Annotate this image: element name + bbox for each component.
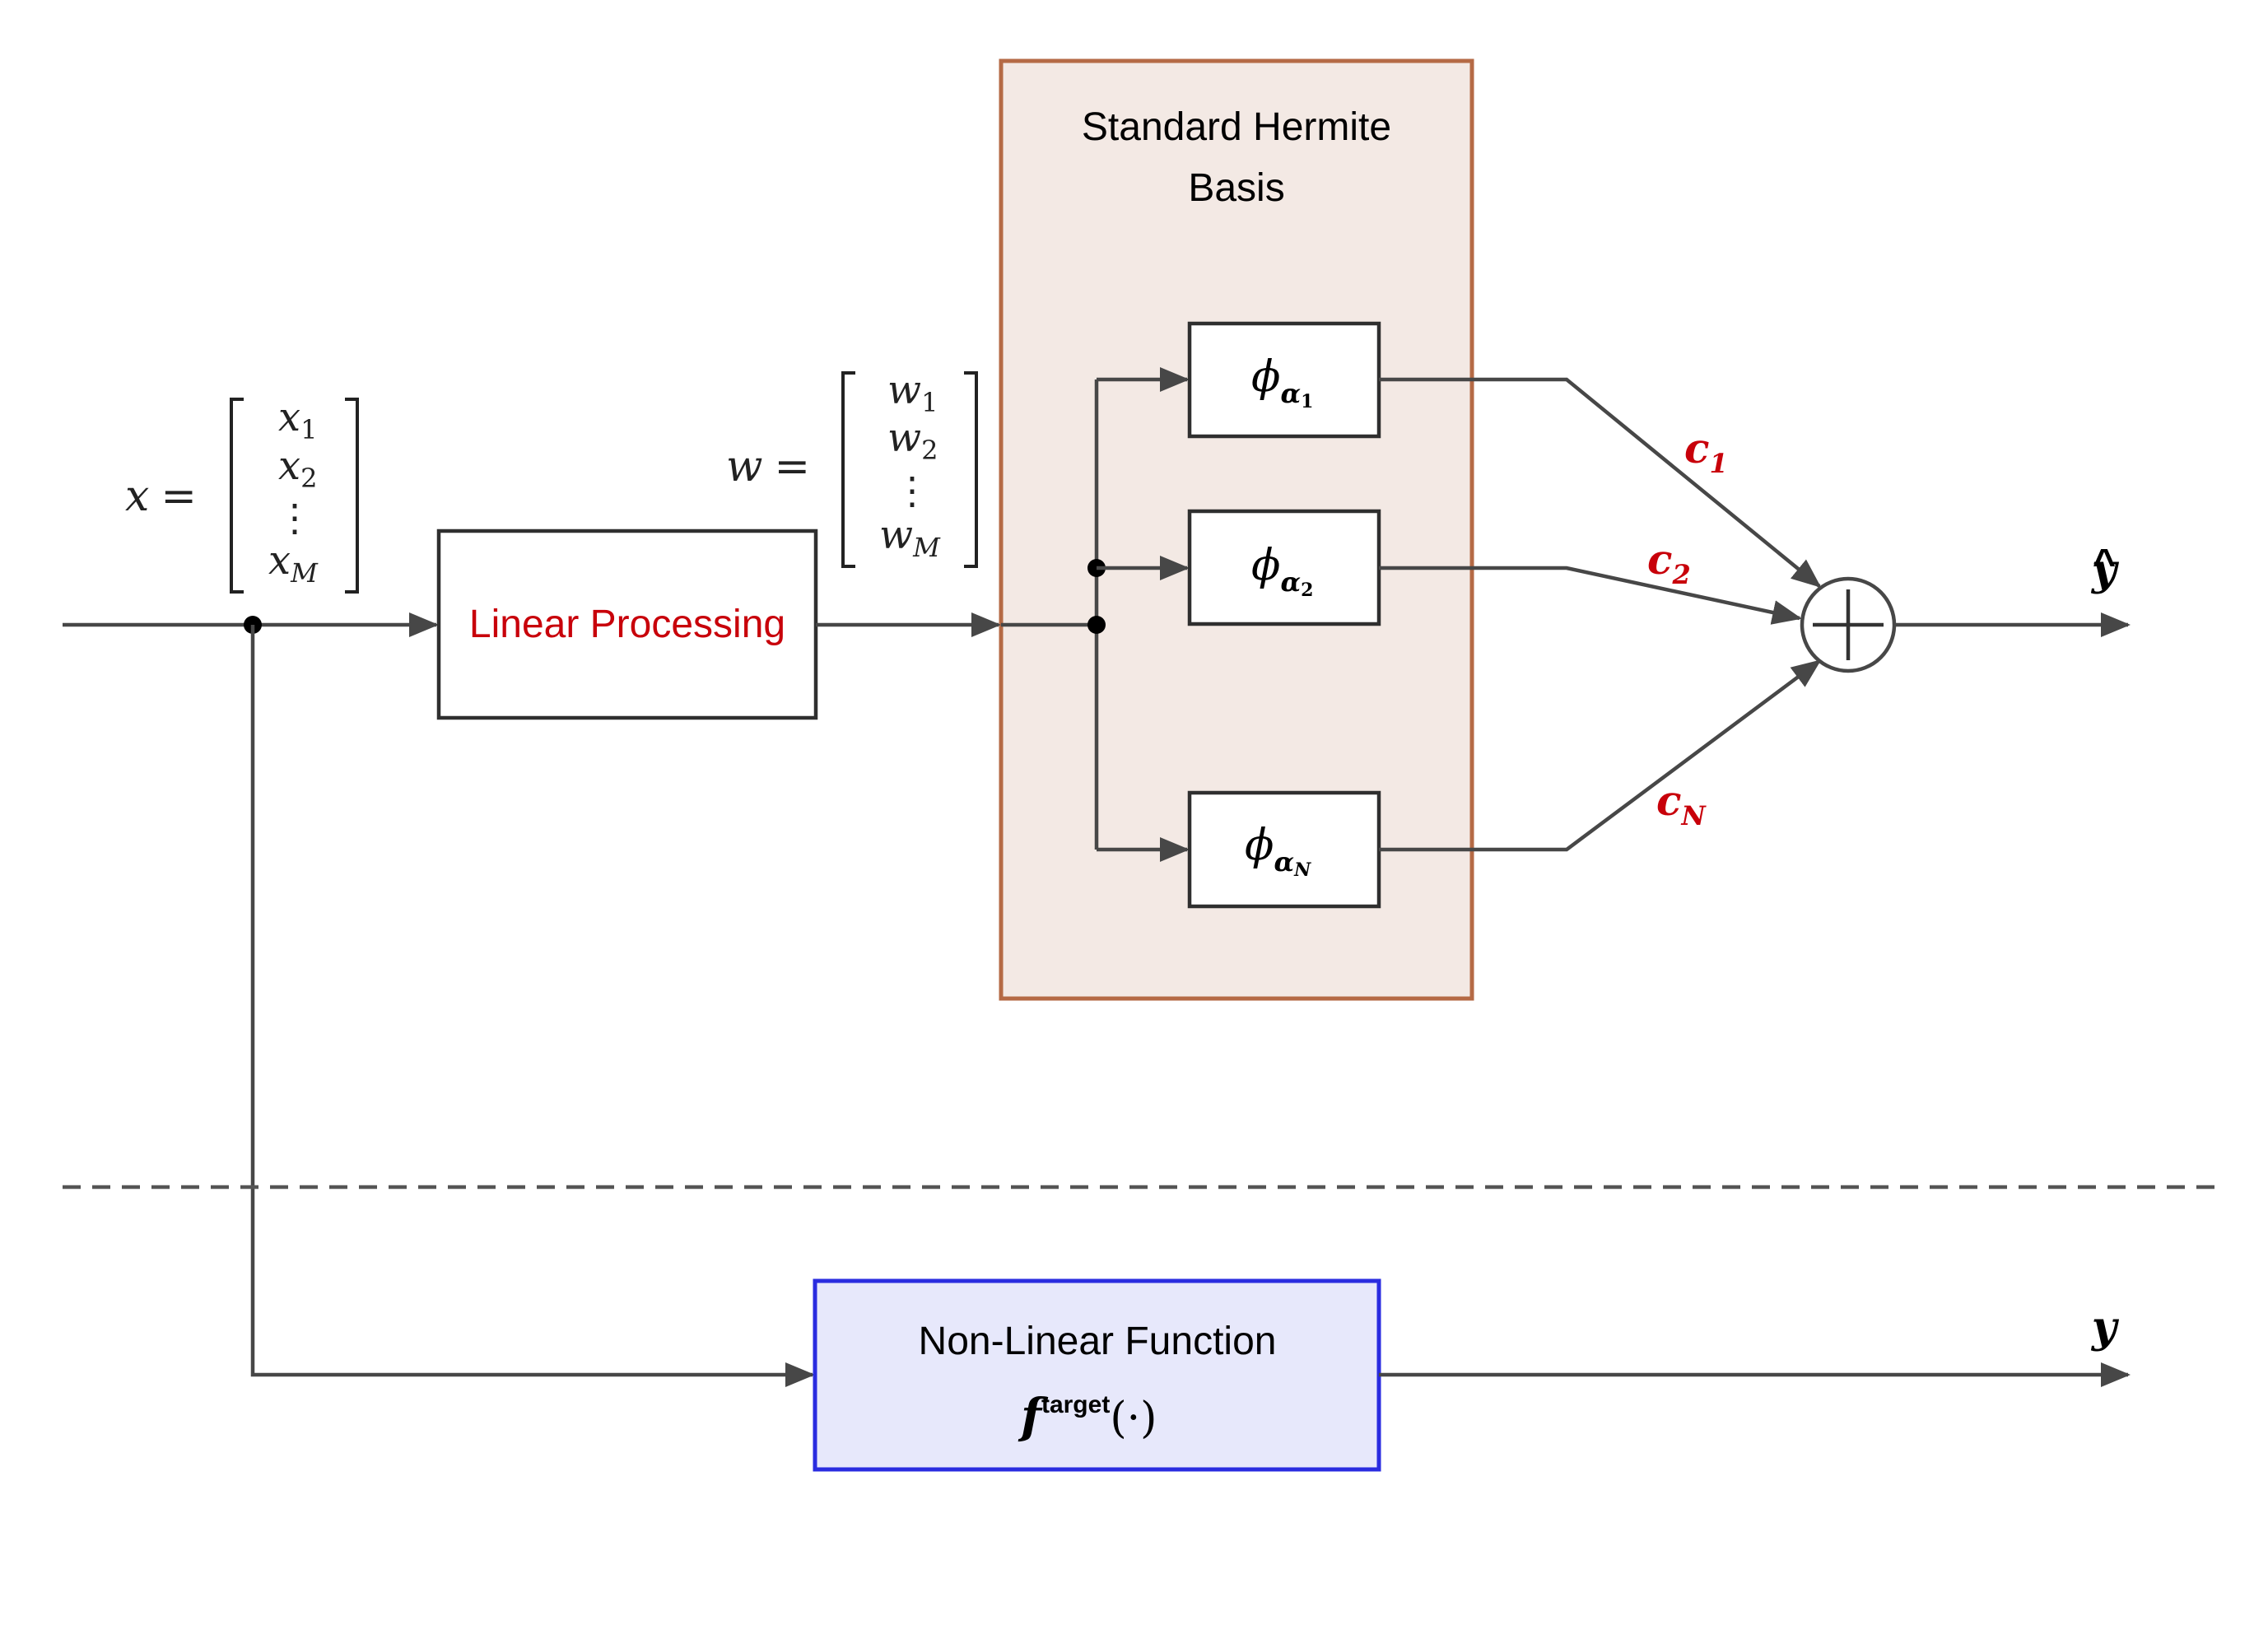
basis-box-1 bbox=[1187, 321, 1381, 439]
phi2-to-sum-wire bbox=[1379, 566, 1802, 625]
basis-box-2 bbox=[1187, 509, 1381, 626]
bus-dot-center bbox=[1087, 616, 1106, 634]
weight-vdots: ⋮ bbox=[893, 468, 931, 513]
weight-vector: w= w1 w2 ⋮ wM bbox=[726, 367, 978, 568]
input-right-bracket bbox=[345, 398, 359, 594]
linear-processing-label: Linear Processing bbox=[469, 603, 785, 646]
output-target-label: y bbox=[2091, 1302, 2120, 1353]
output-estimate-hat: ^ bbox=[2093, 542, 2116, 585]
hermite-title-line1: Standard Hermite bbox=[1082, 105, 1391, 149]
input-vector-lhs: x= bbox=[125, 472, 197, 521]
phi1-to-sum-wire bbox=[1379, 377, 1822, 588]
coef-cN: cN bbox=[1656, 776, 1707, 831]
nonlinear-title: Non-Linear Function bbox=[919, 1320, 1277, 1363]
input-entry-2: x2 bbox=[278, 443, 317, 494]
input-left-bracket bbox=[230, 398, 244, 594]
basis-box-N bbox=[1187, 790, 1381, 909]
phiN-to-sum-wire bbox=[1379, 659, 1822, 852]
weight-vector-lhs: w= bbox=[726, 442, 810, 491]
sum-node bbox=[1800, 576, 1897, 673]
weight-right-bracket bbox=[964, 371, 978, 568]
basis-label-2: ϕα2 bbox=[1251, 541, 1313, 601]
coef-c1: c1 bbox=[1684, 424, 1728, 479]
basis-label-1: ϕα1 bbox=[1251, 352, 1313, 412]
input-entry-M: xM bbox=[268, 538, 319, 589]
weight-entry-M: wM bbox=[879, 512, 941, 563]
branch-wire bbox=[250, 625, 815, 1387]
input-vdots: ⋮ bbox=[276, 496, 314, 540]
output-estimate-label: y bbox=[2091, 545, 2120, 595]
nonlinear-function-block bbox=[813, 1278, 1381, 1472]
nonlinear-expression: ftarget(·) bbox=[1018, 1388, 1157, 1444]
basis-label-N: ϕαN bbox=[1245, 821, 1311, 881]
linear-processing-block bbox=[436, 528, 818, 720]
weight-entry-1: w1 bbox=[887, 367, 938, 418]
plus-icon bbox=[1813, 589, 1884, 660]
input-vector: x= x1 x2 ⋮ xM bbox=[125, 394, 359, 594]
coef-c2: c2 bbox=[1647, 535, 1691, 590]
hermite-title-line2: Basis bbox=[1188, 166, 1284, 210]
weight-left-bracket bbox=[841, 371, 855, 568]
input-entry-1: x1 bbox=[278, 394, 317, 445]
weight-entry-2: w2 bbox=[887, 415, 938, 466]
